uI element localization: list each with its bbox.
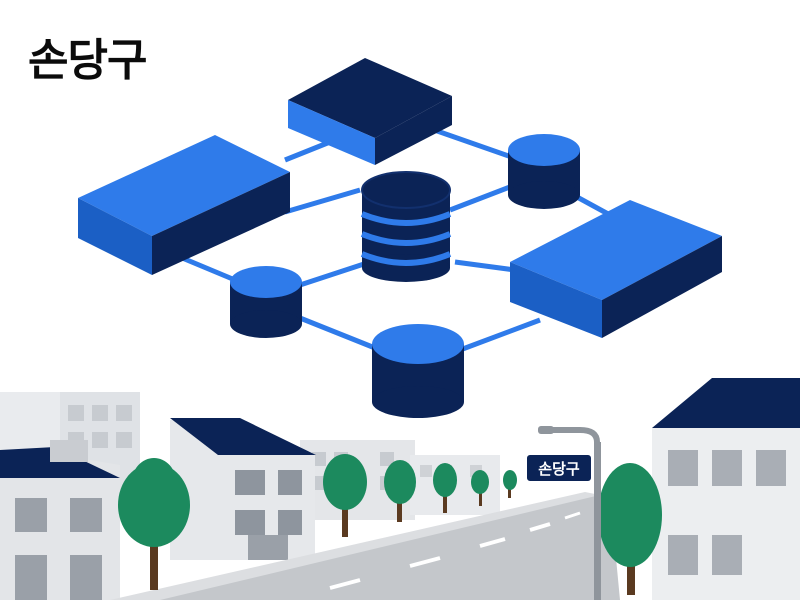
connector-line [284,187,361,215]
building-house-left [170,418,316,560]
database-icon [360,171,452,282]
tree-icon [384,460,416,522]
tree-icon [471,470,489,506]
connector-line [299,259,371,288]
server-block-right [510,200,722,338]
street-lamp-icon [538,426,601,600]
street-sign-text: 손당구 [538,460,580,478]
tree-icon [118,458,190,590]
tree-icon [433,463,457,513]
connector-line [454,259,516,273]
trees [118,454,662,595]
connector-line [449,182,516,213]
page-title: 손당구 [28,35,147,86]
street-sign-icon: 손당구 [525,453,593,483]
tree-icon [598,463,662,595]
server-block-left [78,135,290,275]
building-left [0,440,120,600]
database-small-top-right [508,134,580,209]
connector-line [299,315,381,353]
connector-line [459,317,541,353]
server-block-top [288,58,452,165]
building-right [652,378,800,600]
road [110,492,620,600]
tree-icon [323,454,367,537]
tree-icon [503,470,517,498]
database-bottom [372,324,464,418]
connector-line [284,139,331,163]
database-middle-left [230,266,302,338]
